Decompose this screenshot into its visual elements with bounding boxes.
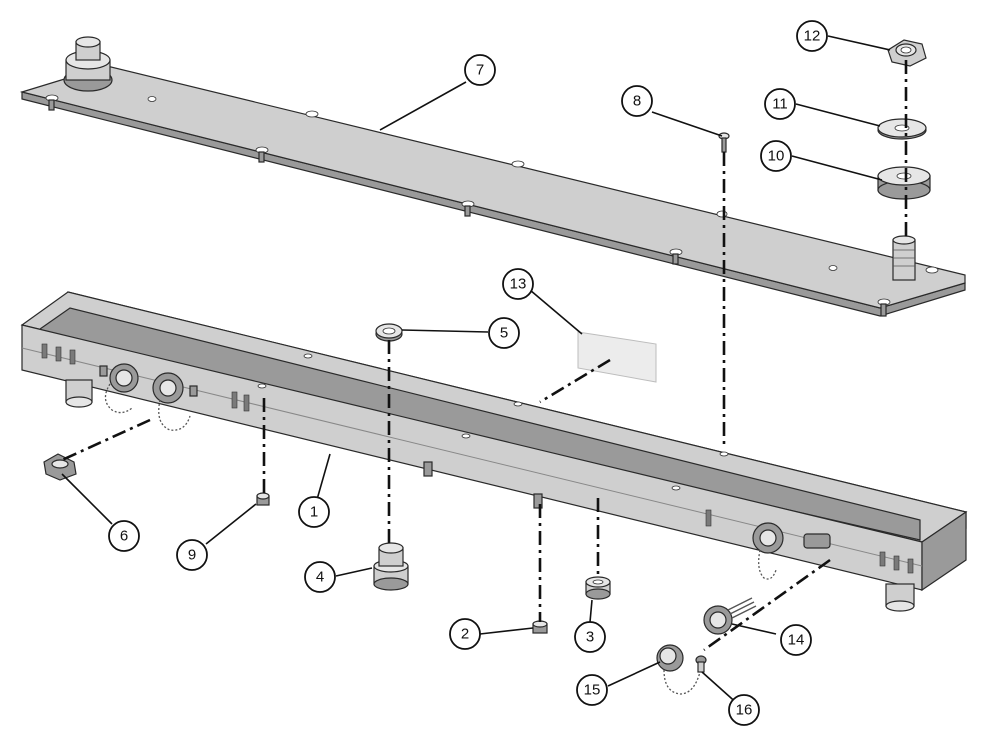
part-4-gland-fitting	[373, 542, 409, 591]
callout-12: 12	[796, 20, 828, 52]
callout-11: 11	[764, 88, 796, 120]
part-1-housing	[20, 291, 968, 612]
part-13-label	[577, 331, 657, 383]
callout-14: 14	[780, 624, 812, 656]
callout-5: 5	[488, 317, 520, 349]
callout-7: 7	[464, 54, 496, 86]
part-9-nut	[256, 492, 270, 506]
part-3-nut	[585, 576, 611, 600]
callout-9: 9	[176, 539, 208, 571]
callout-13: 13	[502, 268, 534, 300]
callout-16: 16	[728, 694, 760, 726]
callout-2-label: 2	[461, 626, 469, 643]
callout-15-label: 15	[584, 682, 601, 699]
callout-4: 4	[304, 561, 336, 593]
callout-10: 10	[760, 140, 792, 172]
callout-3: 3	[574, 621, 606, 653]
callout-6-label: 6	[120, 528, 128, 545]
callout-5-label: 5	[500, 325, 508, 342]
callout-8: 8	[621, 85, 653, 117]
callout-10-label: 10	[768, 148, 785, 165]
callout-13-label: 13	[510, 276, 527, 293]
callout-2: 2	[449, 618, 481, 650]
callout-14-label: 14	[788, 632, 805, 649]
part-16-screw	[695, 655, 707, 673]
callout-15: 15	[576, 674, 608, 706]
callout-11-label: 11	[772, 96, 788, 113]
callout-8-label: 8	[633, 93, 641, 110]
assembly-axes	[61, 60, 908, 652]
part-11-washer	[877, 118, 927, 140]
callout-1: 1	[298, 496, 330, 528]
callout-3-label: 3	[586, 629, 594, 646]
leader-lines	[61, 35, 891, 707]
callout-7-label: 7	[476, 62, 484, 79]
part-15-dust-cap	[656, 644, 701, 695]
callout-6: 6	[108, 520, 140, 552]
callout-9-label: 9	[188, 547, 196, 564]
part-5-bushing	[375, 323, 403, 342]
part-12-lock-nut	[887, 39, 927, 67]
part-2-nut	[532, 620, 548, 634]
part-10-spacer	[877, 166, 931, 200]
callout-1-label: 1	[310, 504, 318, 521]
part-7-cover-plate	[19, 36, 966, 317]
callout-16-label: 16	[736, 702, 753, 719]
part-6-clamp	[43, 453, 77, 481]
callout-12-label: 12	[804, 28, 821, 45]
callout-4-label: 4	[316, 569, 324, 586]
part-14-connector	[703, 597, 757, 635]
